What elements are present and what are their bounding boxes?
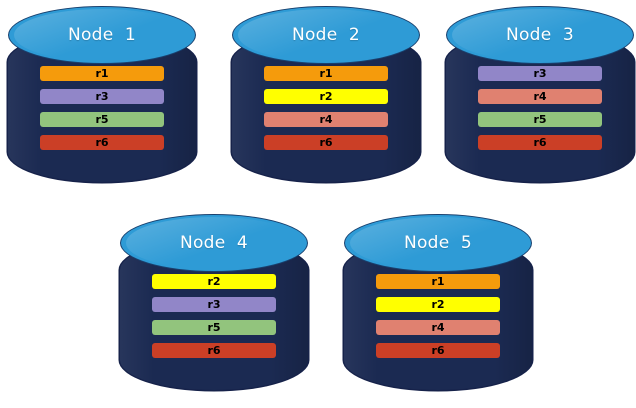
replica-bar-r3[interactable]: r3 xyxy=(478,66,602,81)
replica-bar-r4[interactable]: r4 xyxy=(264,112,388,127)
cylinder-top-ellipse xyxy=(232,6,420,64)
cylinder-top-ellipse xyxy=(446,6,634,64)
replica-bar-r4[interactable]: r4 xyxy=(376,320,500,335)
replica-bar-r2[interactable]: r2 xyxy=(376,297,500,312)
replica-bar-r1[interactable]: r1 xyxy=(40,66,164,81)
node-label: Node 2 xyxy=(291,25,361,45)
replica-bar-r4[interactable]: r4 xyxy=(478,89,602,104)
node-label: Node 4 xyxy=(179,233,249,253)
replica-bar-r2[interactable]: r2 xyxy=(264,89,388,104)
database-node-2[interactable]: Node 2 r1 r2 r4 r6 xyxy=(232,6,420,194)
replica-bar-r3[interactable]: r3 xyxy=(40,89,164,104)
replica-stack: r3 r4 r5 r6 xyxy=(478,66,602,150)
replica-bar-r6[interactable]: r6 xyxy=(376,343,500,358)
replica-bar-r2[interactable]: r2 xyxy=(152,274,276,289)
database-node-4[interactable]: Node 4 r2 r3 r5 r6 xyxy=(120,214,308,402)
cylinder-top-ellipse xyxy=(8,6,196,64)
replica-bar-r5[interactable]: r5 xyxy=(152,320,276,335)
node-label: Node 5 xyxy=(403,233,473,253)
replica-bar-r5[interactable]: r5 xyxy=(478,112,602,127)
replica-bar-r5[interactable]: r5 xyxy=(40,112,164,127)
node-label: Node 1 xyxy=(67,25,137,45)
replica-stack: r2 r3 r5 r6 xyxy=(152,274,276,358)
replica-bar-r6[interactable]: r6 xyxy=(264,135,388,150)
replica-stack: r1 r2 r4 r6 xyxy=(264,66,388,150)
database-node-5[interactable]: Node 5 r1 r2 r4 r6 xyxy=(344,214,532,402)
database-node-1[interactable]: Node 1 r1 r3 r5 r6 xyxy=(8,6,196,194)
replica-bar-r1[interactable]: r1 xyxy=(264,66,388,81)
database-node-3[interactable]: Node 3 r3 r4 r5 r6 xyxy=(446,6,634,194)
replica-bar-r6[interactable]: r6 xyxy=(152,343,276,358)
cylinder-top-ellipse xyxy=(344,214,532,272)
replica-bar-r3[interactable]: r3 xyxy=(152,297,276,312)
cylinder-top-ellipse xyxy=(120,214,308,272)
replica-bar-r6[interactable]: r6 xyxy=(40,135,164,150)
replica-bar-r1[interactable]: r1 xyxy=(376,274,500,289)
node-label: Node 3 xyxy=(505,25,575,45)
replica-bar-r6[interactable]: r6 xyxy=(478,135,602,150)
replica-stack: r1 r3 r5 r6 xyxy=(40,66,164,150)
replica-stack: r1 r2 r4 r6 xyxy=(376,274,500,358)
